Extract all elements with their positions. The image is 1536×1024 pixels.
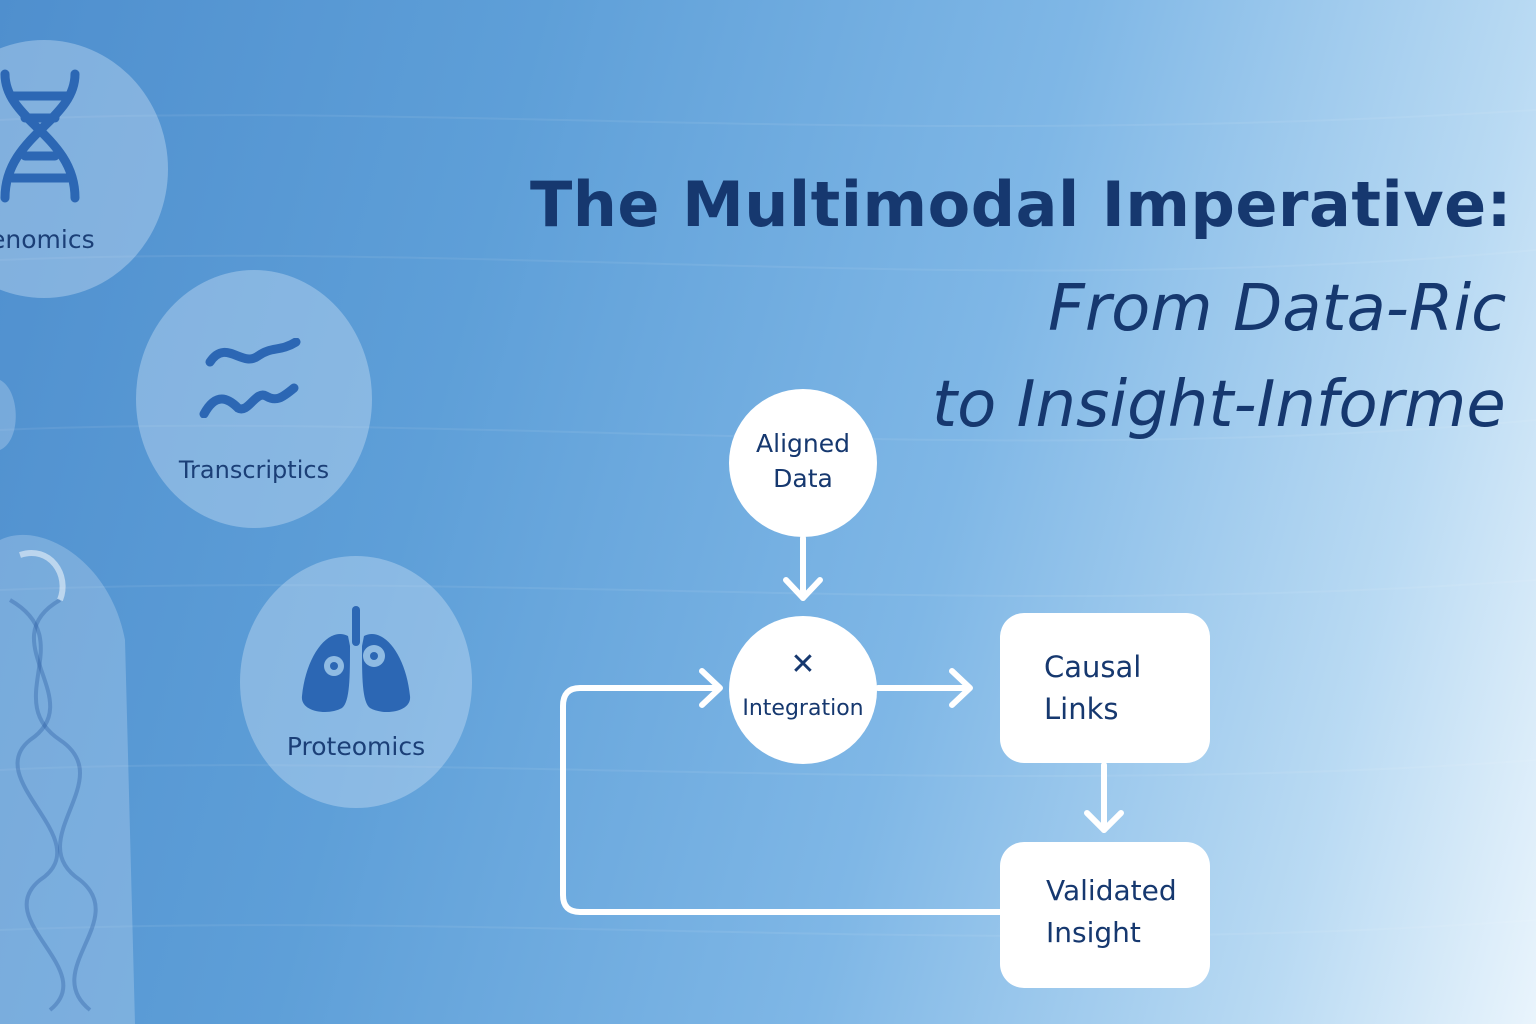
causal-links-line2: Links — [1044, 692, 1119, 727]
aligned-data-label: Aligned Data — [729, 426, 877, 496]
slide-subtitle-line2: to Insight-Informe — [932, 368, 1506, 442]
causal-links-line1: Causal — [1044, 650, 1142, 684]
feedback-loop-arrow — [560, 685, 1003, 915]
validated-insight-line1: Validated — [1046, 874, 1177, 907]
slide-title: The Multimodal Imperative: — [530, 168, 1512, 241]
causal-links-label: Causal Links — [1044, 646, 1141, 730]
validated-insight-label: Validated Insight — [1046, 870, 1177, 954]
dna-icon — [0, 69, 80, 203]
slide-subtitle-line1: From Data-Ric — [1048, 272, 1507, 346]
aligned-data-line2: Data — [773, 464, 833, 493]
omics-label-transcriptics: Transcriptics — [178, 456, 330, 484]
integration-cross-icon: ✕ — [790, 647, 816, 682]
proteomics-bubble: Proteomics — [240, 556, 472, 808]
omics-label-genomics: enomics — [0, 225, 95, 254]
causal-links-node — [1000, 613, 1210, 763]
aligned-data-node — [729, 389, 877, 537]
validated-insight-node — [1000, 842, 1210, 988]
transcriptics-bubble: Transcriptics — [136, 270, 372, 528]
wave-icon — [199, 338, 301, 418]
human-silhouette-dna — [0, 380, 135, 1024]
omics-label-proteomics: Proteomics — [286, 732, 426, 761]
lungs-gears-icon — [301, 606, 411, 712]
integration-node — [729, 616, 877, 764]
validated-insight-line2: Insight — [1046, 916, 1141, 949]
integration-label: Integration — [742, 696, 864, 721]
aligned-data-line1: Aligned — [756, 429, 850, 458]
